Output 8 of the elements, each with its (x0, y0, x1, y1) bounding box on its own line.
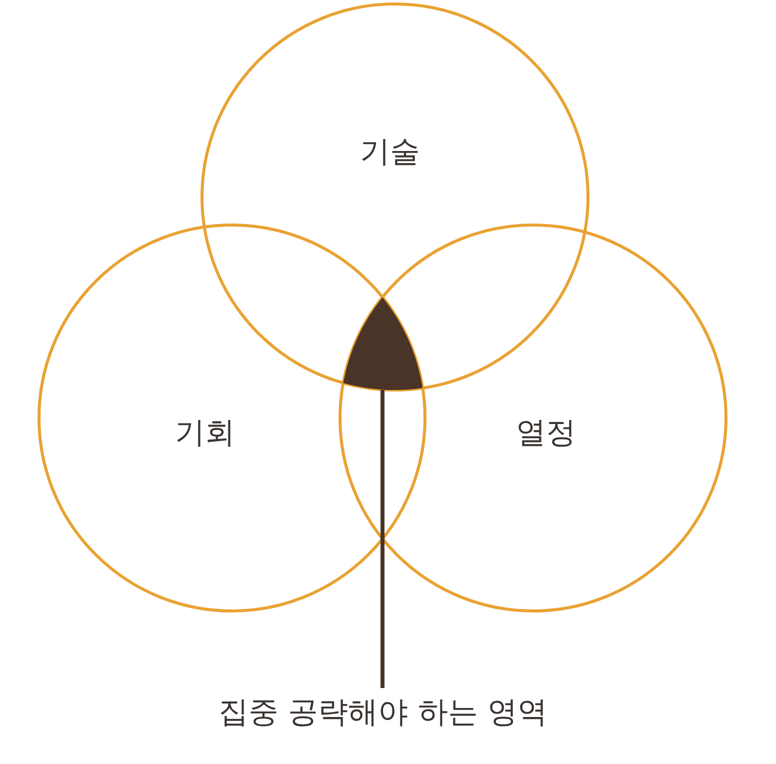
circle-label: 기술 (360, 134, 420, 172)
circle-label: 열정 (516, 414, 576, 452)
leader-line (380, 390, 384, 688)
circle-label: 기회 (175, 414, 235, 452)
venn-circle (338, 223, 728, 613)
venn-circle (200, 2, 590, 392)
venn-circle (37, 223, 427, 613)
callout-label: 집중 공략해야 하는 영역 (218, 692, 548, 733)
